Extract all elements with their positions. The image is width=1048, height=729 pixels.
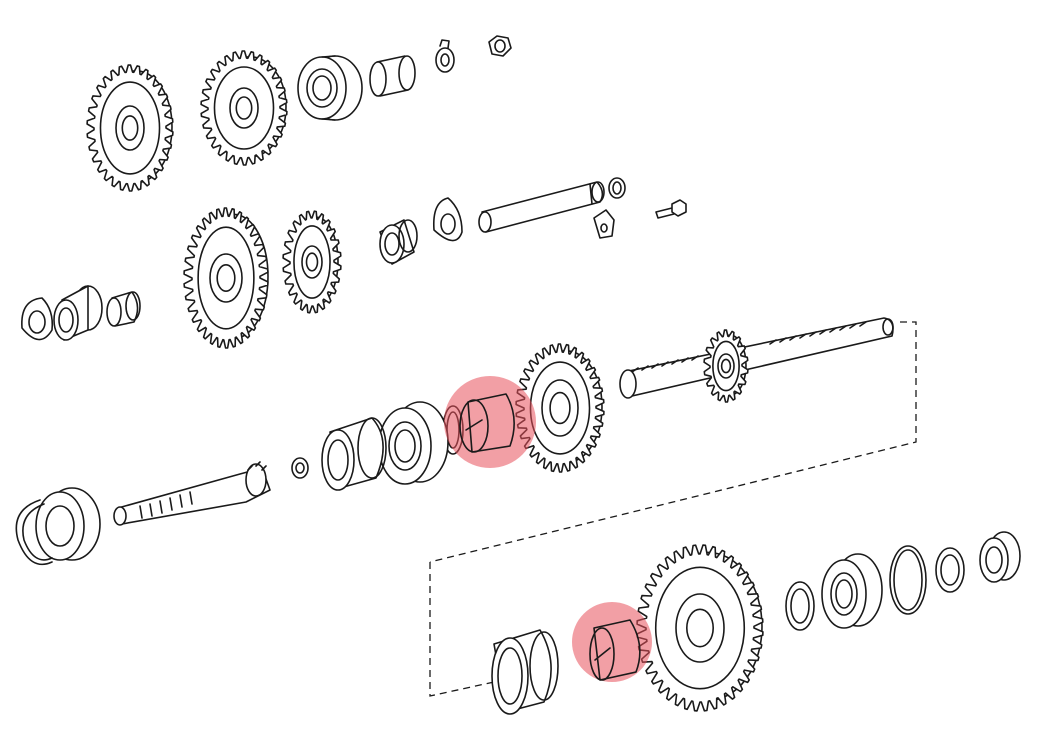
input-shaft [113, 461, 271, 526]
hex-nut-top [488, 35, 512, 57]
gear-face-ring [712, 340, 740, 392]
bearing-left-bottom [35, 487, 101, 561]
gear-hub [675, 593, 725, 663]
synchro-sleeve-bottom [491, 629, 559, 715]
idler-shaft [478, 181, 605, 233]
thrust-washer-bottom [785, 581, 815, 631]
gear-1-top-left [86, 64, 174, 192]
dashed-bracket-upper [429, 321, 917, 563]
gear-face-ring [99, 81, 161, 175]
gear-bore [549, 391, 571, 425]
needle-bearing-left [53, 285, 103, 341]
lock-plate-left [21, 297, 54, 341]
gear-hub [209, 253, 243, 303]
lock-plate-mid [432, 197, 463, 242]
gear-hub [301, 245, 323, 279]
gear-bore [685, 608, 714, 648]
gear-bore [305, 252, 319, 272]
snap-ring-left [15, 499, 53, 566]
needle-bearing-bushing-upper [444, 376, 536, 468]
mainshaft-gear-right [703, 329, 749, 403]
nut-bottom-right [979, 531, 1021, 583]
gear-hub [717, 353, 735, 379]
snap-ring-shaft [608, 177, 626, 199]
ball-bearing-bottom [821, 553, 883, 629]
shim-ring-bottom [889, 545, 927, 615]
gear-bore [121, 115, 139, 141]
lock-washer-top [435, 39, 455, 73]
ball-bearing-top [297, 55, 363, 121]
gear-2-top [200, 50, 288, 166]
output-gear-large [636, 544, 764, 712]
washer-bottom [935, 547, 965, 593]
gear-face-ring [293, 225, 331, 299]
gear-face-ring [654, 566, 746, 690]
third-gear [515, 343, 605, 473]
synchro-hub-mid [321, 417, 387, 491]
gear-hub [229, 87, 259, 129]
reverse-gear-large [183, 207, 269, 349]
gear-bore [216, 263, 236, 292]
spacer-sleeve-top [369, 55, 416, 97]
gear-bore [720, 358, 732, 374]
dashed-bracket-lower [429, 562, 495, 697]
spacer-left [106, 291, 141, 327]
bolt-small [655, 199, 687, 219]
gear-hub [115, 105, 145, 151]
gear-hub [541, 379, 579, 437]
mainshaft-long [619, 317, 894, 399]
retainer-clip [593, 209, 615, 239]
gear-face-ring [213, 66, 275, 150]
ball-bearing-mid [378, 401, 449, 485]
needle-bearing-bushing-lower [572, 602, 652, 682]
gear-bore [235, 96, 253, 120]
gear-face-ring [197, 226, 255, 330]
needle-bearing-mid [379, 219, 418, 265]
reverse-gear-small [282, 210, 342, 314]
small-bearing [291, 457, 309, 479]
